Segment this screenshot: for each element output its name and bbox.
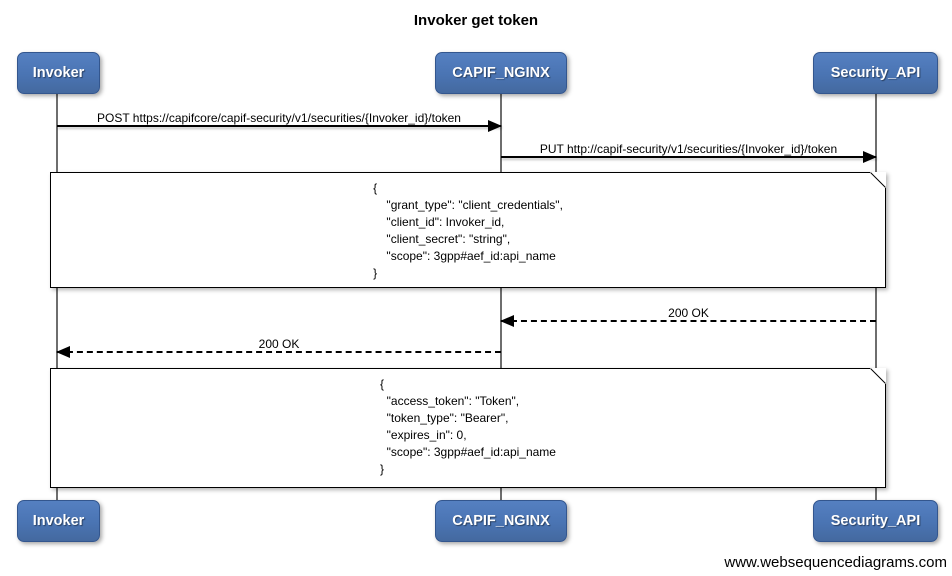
message-post-token: POST https://capifcore/capif-security/v1… — [57, 111, 502, 132]
actor-label: CAPIF_NGINX — [452, 513, 550, 529]
message-put-token: PUT http://capif-security/v1/securities/… — [501, 142, 877, 163]
lifeline-capif-nginx — [500, 94, 502, 500]
arrowhead-right-icon — [863, 151, 877, 163]
diagram-title: Invoker get token — [413, 12, 539, 29]
lifeline-invoker — [56, 94, 58, 500]
arrowhead-right-icon — [488, 120, 502, 132]
actor-label: Security_API — [830, 65, 921, 81]
message-label: POST https://capifcore/capif-security/v1… — [97, 111, 461, 125]
actor-capif-nginx-top: CAPIF_NGINX — [435, 52, 567, 94]
lifeline-security-api — [875, 94, 877, 500]
message-label: 200 OK — [258, 337, 300, 351]
note-token-request: { "grant_type": "client_credentials", "c… — [50, 172, 886, 288]
note-token-response: { "access_token": "Token", "token_type":… — [50, 368, 886, 488]
actor-label: Invoker — [32, 65, 85, 81]
actor-label: Invoker — [32, 513, 85, 529]
message-label: 200 OK — [668, 306, 709, 320]
actor-security-api-bottom: Security_API — [813, 500, 938, 542]
watermark: www.websequencediagrams.com — [724, 554, 947, 571]
arrowhead-left-icon — [56, 346, 70, 358]
note-fold-icon — [870, 172, 886, 188]
message-200-ok-to-capif: 200 OK — [500, 306, 876, 327]
note-text: { "access_token": "Token", "token_type":… — [380, 377, 556, 476]
arrowhead-left-icon — [500, 315, 514, 327]
message-label: PUT http://capif-security/v1/securities/… — [539, 142, 838, 156]
message-200-ok-to-invoker: 200 OK — [56, 337, 501, 358]
actor-invoker-top: Invoker — [17, 52, 100, 94]
note-text: { "grant_type": "client_credentials", "c… — [373, 181, 563, 280]
note-fold-icon — [870, 368, 886, 384]
actor-label: Security_API — [830, 513, 921, 529]
actor-label: CAPIF_NGINX — [452, 65, 550, 81]
actor-security-api-top: Security_API — [813, 52, 938, 94]
actor-capif-nginx-bottom: CAPIF_NGINX — [435, 500, 567, 542]
actor-invoker-bottom: Invoker — [17, 500, 100, 542]
